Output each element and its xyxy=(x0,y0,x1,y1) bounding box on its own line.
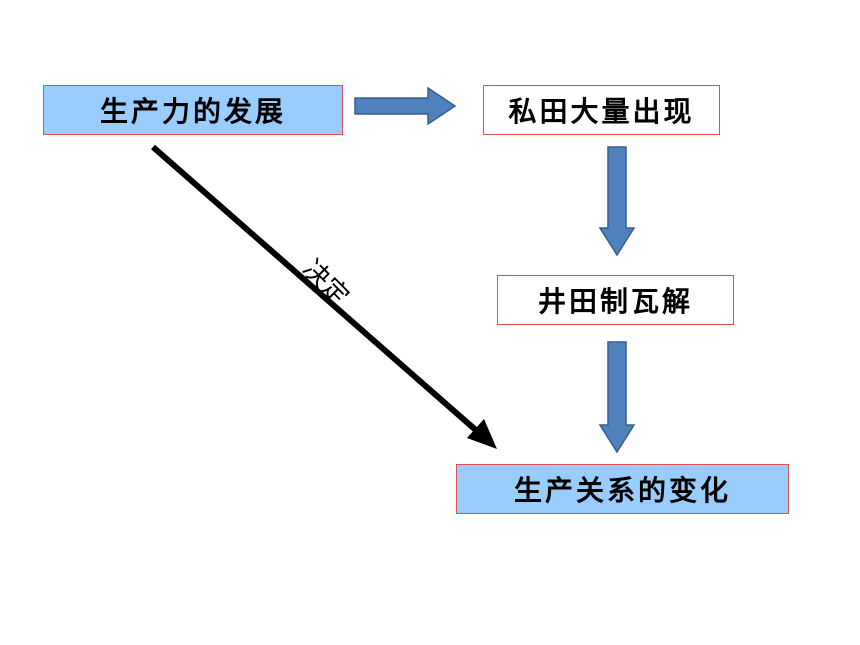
node-well-field-collapse-label: 井田制瓦解 xyxy=(537,285,693,318)
decide-arrow-head xyxy=(467,419,497,449)
node-productive-forces-label: 生产力的发展 xyxy=(99,95,286,128)
node-private-fields-label: 私田大量出现 xyxy=(508,95,695,128)
node-productive-forces: 生产力的发展 xyxy=(43,85,343,135)
arrow-down-1 xyxy=(598,146,636,257)
arrow-right xyxy=(354,86,457,126)
node-relations-change-label: 生产关系的变化 xyxy=(513,474,731,507)
arrow-down-2 xyxy=(598,341,636,454)
node-private-fields: 私田大量出现 xyxy=(483,85,720,135)
node-well-field-collapse: 井田制瓦解 xyxy=(497,275,734,325)
node-relations-change: 生产关系的变化 xyxy=(456,464,789,514)
decide-arrow-line xyxy=(151,144,480,435)
